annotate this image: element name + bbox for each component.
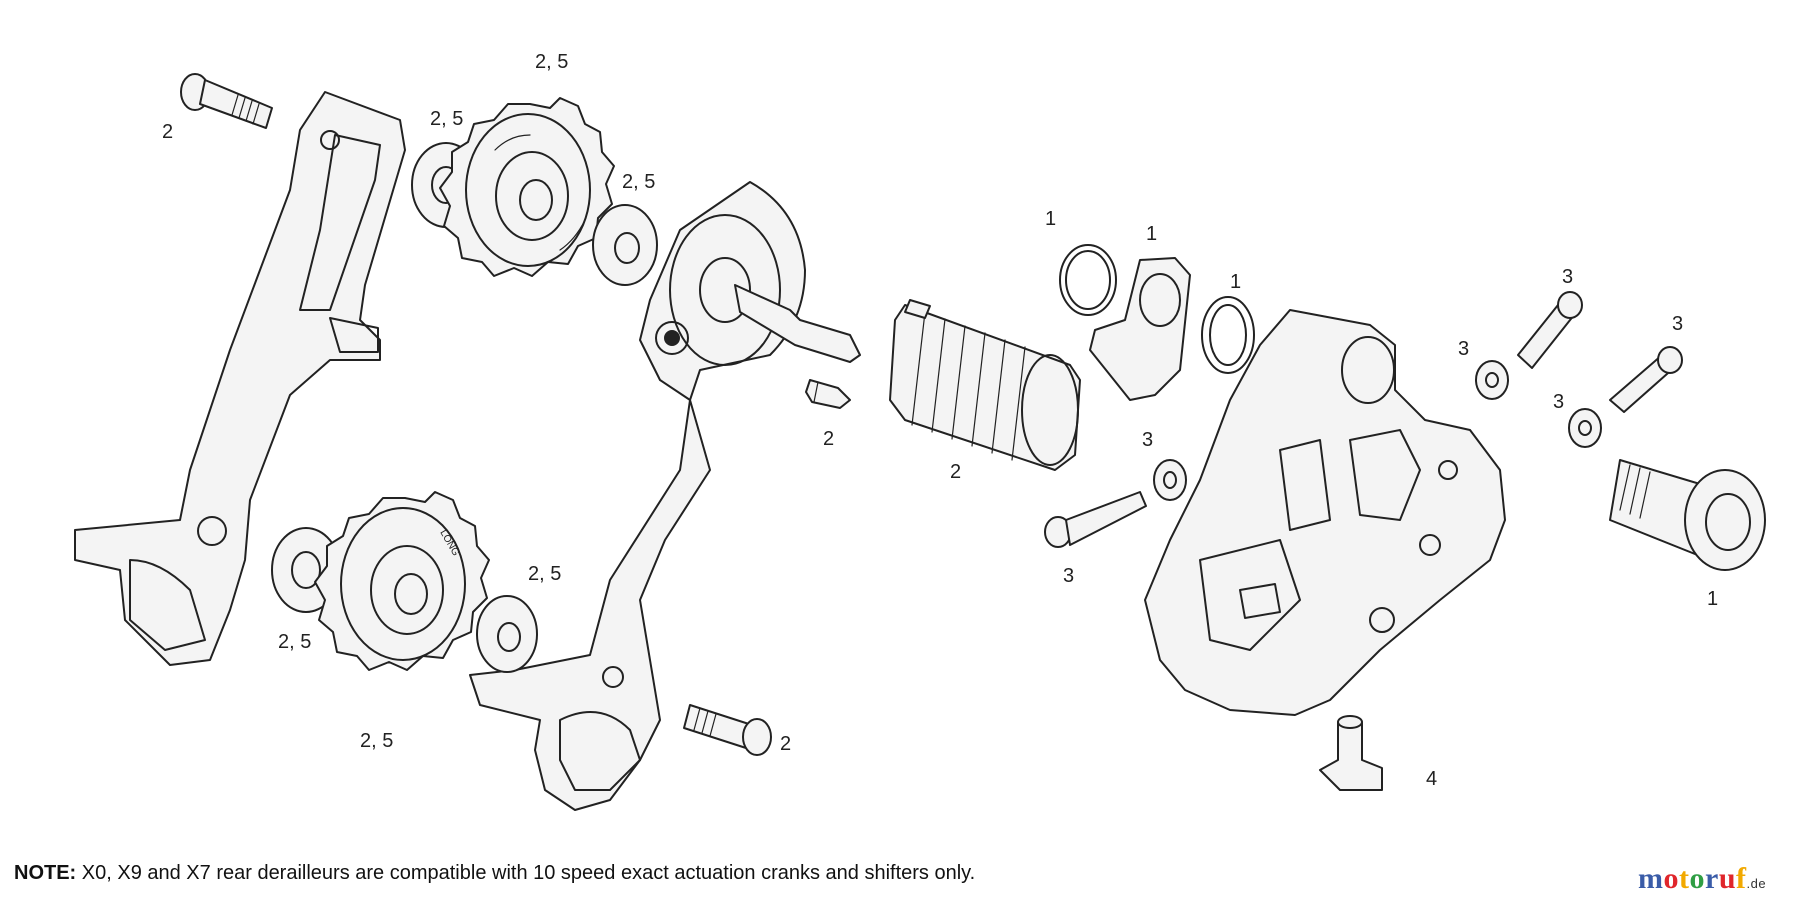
upper-jockey-pulley — [439, 97, 615, 277]
callout-c4: 2, 5 — [622, 171, 655, 193]
logo-letter: o — [1689, 862, 1705, 895]
inner-cage-plate — [469, 181, 861, 811]
callout-c3: 2, 5 — [430, 108, 463, 130]
bottom-bolt — [683, 704, 772, 756]
right-lower-bolt — [1609, 346, 1683, 413]
logo-letter: t — [1679, 862, 1690, 895]
exploded-parts-diagram: LONG 2, 5 2 2, 5 2, 5 1 1 1 3 3 3 3 2 2 … — [74, 51, 1766, 811]
logo-letter: r — [1705, 862, 1719, 895]
lower-jockey-pulley: LONG — [314, 491, 490, 671]
right-upper-washer — [1475, 360, 1509, 400]
note-text: X0, X9 and X7 rear derailleurs are compa… — [76, 862, 976, 884]
callout-c5: 1 — [1045, 208, 1056, 230]
callout-c17: 2, 5 — [528, 563, 561, 585]
callout-c16: 1 — [1707, 588, 1718, 610]
o-ring-left — [1059, 244, 1117, 316]
callout-c9: 3 — [1458, 338, 1469, 360]
note-label: NOTE: — [14, 862, 77, 884]
logo-letter: m — [1638, 862, 1664, 895]
b-tension-screw — [1319, 715, 1383, 791]
callout-c14: 3 — [1142, 429, 1153, 451]
upper-right-washer — [592, 204, 658, 286]
right-lower-washer — [1568, 408, 1602, 448]
lower-right-washer — [476, 595, 538, 673]
callout-c21: 4 — [1426, 768, 1437, 790]
callout-c2: 2 — [162, 121, 173, 143]
logo-letter: f — [1736, 862, 1747, 895]
callout-c8: 3 — [1562, 266, 1573, 288]
logo-tld: .de — [1746, 876, 1767, 891]
callout-c6: 1 — [1146, 223, 1157, 245]
derailleur-body — [1144, 309, 1506, 716]
callout-c10: 3 — [1672, 313, 1683, 335]
callout-c19: 2, 5 — [360, 730, 393, 752]
outer-cage-plate — [74, 91, 406, 666]
center-bolt — [1044, 491, 1147, 548]
callout-c1: 2, 5 — [535, 51, 568, 73]
logo-letter: u — [1718, 862, 1737, 895]
cage-spring — [889, 299, 1081, 471]
motoruf-logo: motoruf.de — [1638, 862, 1766, 896]
callout-c7: 1 — [1230, 271, 1241, 293]
callout-c18: 2, 5 — [278, 631, 311, 653]
callout-c15: 3 — [1063, 565, 1074, 587]
bushing-plate — [1089, 257, 1191, 401]
compatibility-note: NOTE: X0, X9 and X7 rear derailleurs are… — [14, 862, 975, 885]
hanger-bolt — [1609, 459, 1766, 571]
callout-c12: 2 — [823, 428, 834, 450]
right-upper-bolt — [1517, 291, 1583, 369]
callout-c13: 2 — [950, 461, 961, 483]
center-washer — [1153, 459, 1187, 501]
limit-screw — [805, 379, 851, 409]
o-ring-right — [1201, 296, 1255, 374]
logo-letter: o — [1663, 862, 1679, 895]
callout-c20: 2 — [780, 733, 791, 755]
top-left-bolt — [180, 73, 273, 129]
callout-c11: 3 — [1553, 391, 1564, 413]
